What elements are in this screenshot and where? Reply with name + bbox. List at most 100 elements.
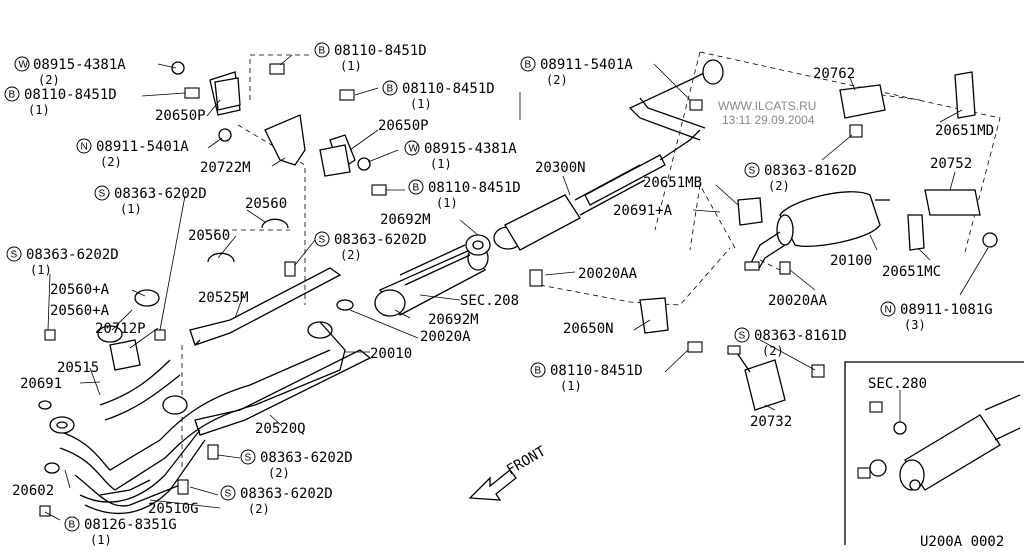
callout-b-08911-5401a: B 08911-5401A (2) [520, 56, 633, 87]
inset-panel: SEC.280 [844, 361, 1024, 545]
front-label: FRONT [504, 443, 549, 478]
svg-text:S: S [225, 489, 232, 500]
svg-text:(1): (1) [28, 103, 50, 117]
svg-text:08110-8451D: 08110-8451D [24, 87, 117, 103]
svg-text:(2): (2) [546, 73, 568, 87]
label-20010: 20010 [370, 346, 412, 362]
label-20510g: 20510G [148, 501, 199, 517]
label-20560-a: 20560 [245, 196, 287, 212]
svg-text:S: S [749, 166, 756, 177]
svg-text:08911-5401A: 08911-5401A [96, 139, 189, 155]
label-20650p-a: 20650P [155, 108, 206, 124]
svg-text:(1): (1) [560, 379, 582, 393]
callout-b-08126-8351g: B 08126-8351G (1) [64, 516, 177, 547]
label-20560a-b: 20560+A [50, 303, 110, 319]
svg-text:(2): (2) [100, 155, 122, 169]
callout-n-08911-5401a: N 08911-5401A (2) [76, 138, 189, 169]
svg-text:(1): (1) [90, 533, 112, 547]
label-20650p-b: 20650P [378, 118, 429, 134]
flange-gasket-group [38, 400, 75, 474]
callout-s-08363-6202d-c: S 08363-6202D (2) [314, 231, 427, 262]
svg-text:(1): (1) [30, 263, 52, 277]
svg-text:(2): (2) [38, 73, 60, 87]
label-20691: 20691 [20, 376, 62, 392]
label-20692m-b: 20692M [428, 312, 479, 328]
callout-s-08363-6202d-e: S 08363-6202D (2) [220, 485, 333, 516]
clamps [97, 218, 289, 343]
svg-text:S: S [11, 250, 18, 261]
svg-text:S: S [99, 189, 106, 200]
svg-text:(2): (2) [340, 248, 362, 262]
svg-text:(1): (1) [410, 97, 432, 111]
watermark-site: WWW.ILCATS.RU [718, 99, 816, 113]
gasket-20692m [465, 234, 491, 256]
svg-text:W: W [19, 60, 29, 71]
gasket-20691 [38, 400, 52, 410]
part-labels: 20650P 20722M 20650P 20300N 20762 20651M… [12, 66, 994, 517]
callout-w-08915-4381a-left: W 08915-4381A (2) [14, 56, 126, 87]
bracket-20752 [924, 189, 981, 216]
svg-text:W: W [409, 144, 419, 155]
callout-s-08363-8162d: S 08363-8162D (2) [744, 162, 857, 193]
label-20752: 20752 [930, 156, 972, 172]
svg-text:08363-6202D: 08363-6202D [114, 186, 207, 202]
svg-text:(1): (1) [436, 196, 458, 210]
bolt-20692m-b [336, 299, 354, 311]
label-20650n: 20650N [563, 321, 614, 337]
hanger-20650p-a [214, 77, 241, 111]
hanger-20650n [639, 297, 669, 334]
svg-text:B: B [69, 520, 76, 531]
label-20602: 20602 [12, 483, 54, 499]
label-20651md: 20651MD [935, 123, 994, 139]
callout-b-08110-8451d-low: B 08110-8451D (1) [530, 362, 643, 393]
svg-text:08363-6202D: 08363-6202D [240, 486, 333, 502]
label-20020aa-a: 20020AA [578, 266, 638, 282]
svg-text:08915-4381A: 08915-4381A [33, 57, 126, 73]
label-20722m: 20722M [200, 160, 251, 176]
label-20651mb: 20651MB [643, 175, 702, 191]
heat-insulator-20525m [189, 267, 342, 346]
hanger-20651md [954, 71, 976, 119]
fastener-callouts: W 08915-4381A (2) B 08110-8451D (1) B 08… [4, 42, 993, 547]
center-pipe-20300n [493, 59, 724, 251]
svg-text:08911-1081G: 08911-1081G [900, 302, 993, 318]
hanger-20651mc [907, 214, 925, 251]
svg-text:S: S [739, 331, 746, 342]
svg-text:(3): (3) [904, 318, 926, 332]
svg-text:08110-8451D: 08110-8451D [428, 180, 521, 196]
label-20020aa-b: 20020AA [768, 293, 828, 309]
hanger-20650p-b [319, 144, 351, 177]
callout-b-08110-8451d-top: B 08110-8451D (1) [314, 42, 427, 73]
label-20515: 20515 [57, 360, 99, 376]
callout-w-08915-4381a-mid: W 08915-4381A (1) [404, 140, 517, 171]
front-tube-20510g [79, 429, 206, 515]
callout-n-08911-1081g: N 08911-1081G (3) [880, 301, 993, 332]
svg-text:08110-8451D: 08110-8451D [334, 43, 427, 59]
label-20520q: 20520Q [255, 421, 306, 437]
svg-text:08911-5401A: 08911-5401A [540, 57, 633, 73]
svg-text:(2): (2) [768, 179, 790, 193]
catalytic-converter [336, 244, 489, 317]
main-muffler-20100 [744, 191, 890, 271]
svg-text:B: B [319, 46, 326, 57]
svg-text:S: S [245, 453, 252, 464]
svg-text:(1): (1) [430, 157, 452, 171]
diagram-code: U200A 0002 [920, 534, 1004, 550]
svg-text:08363-8161D: 08363-8161D [754, 328, 847, 344]
callout-s-08363-8161d: S 08363-8161D (2) [734, 327, 847, 358]
label-20560a-a: 20560+A [50, 282, 110, 298]
svg-text:(2): (2) [762, 344, 784, 358]
label-20762: 20762 [813, 66, 855, 82]
svg-text:(2): (2) [248, 502, 270, 516]
front-pipe-20010 [54, 321, 346, 507]
svg-text:08363-6202D: 08363-6202D [260, 450, 353, 466]
front-bolts [39, 261, 296, 517]
callout-b-08110-8451d-center: B 08110-8451D (1) [408, 179, 521, 210]
svg-text:N: N [885, 305, 892, 316]
callout-b-08110-8451d-left: B 08110-8451D (1) [4, 86, 117, 117]
callout-b-08110-8451d-mid: B 08110-8451D (1) [382, 80, 495, 111]
callout-s-08363-6202d-d: S 08363-6202D (2) [240, 449, 353, 480]
svg-text:B: B [9, 90, 16, 101]
hanger-20651mb [737, 197, 763, 226]
front-tube-20515 [99, 359, 188, 421]
